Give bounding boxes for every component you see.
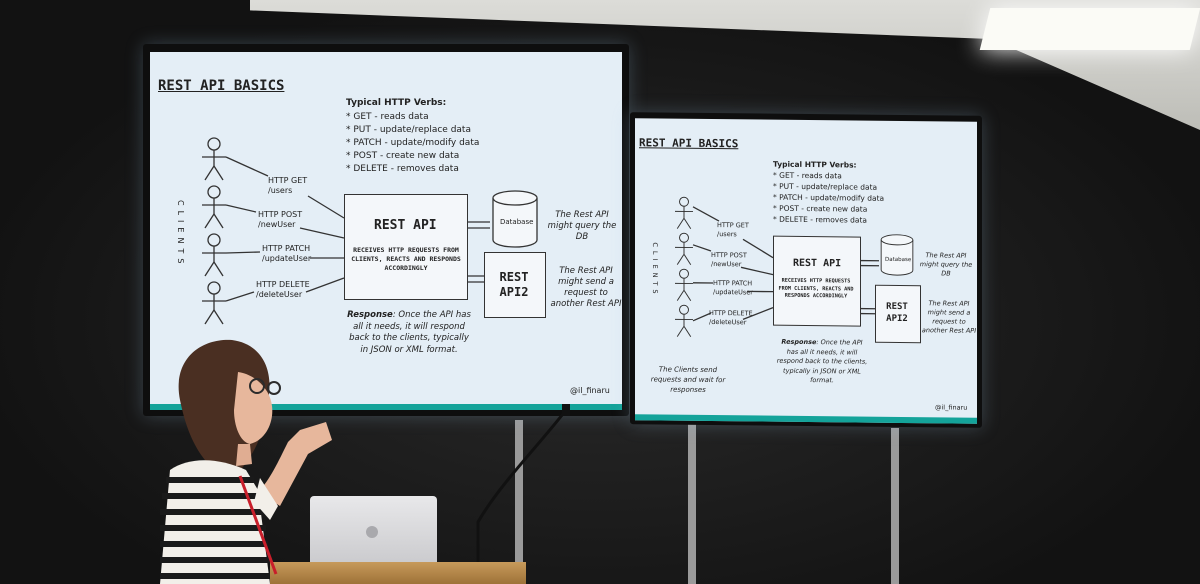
db-note: The Rest API might query the DB (547, 210, 617, 242)
connector-lines (692, 206, 879, 322)
verbs-heading: Typical HTTP Verbs: (346, 98, 447, 108)
rest-api2-title: REST API2 (886, 301, 908, 325)
client-figures (202, 137, 226, 325)
podium (270, 562, 526, 584)
api2-note: The Rest API might send a request to ano… (550, 266, 622, 309)
screen-pole-middle (688, 424, 696, 584)
ceiling-light (979, 8, 1200, 50)
rest-api-description: RECEIVES HTTP REQUESTS FROM CLIENTS, REA… (351, 246, 461, 272)
api2-note: The Rest API might send a request to ano… (921, 299, 977, 335)
request-method: HTTP GET (268, 176, 308, 185)
rest-api2-title: REST API2 (499, 270, 529, 299)
slide-handle: @il_finaru (570, 386, 610, 395)
verb-line: * POST - create new data (346, 151, 460, 161)
response-label: Response (781, 337, 817, 347)
slide-title: REST API BASICS (158, 78, 285, 94)
response-block: Response: Once the API has all it needs,… (346, 310, 472, 356)
request-path: /deleteUser (256, 290, 303, 299)
request-path: /updateUser (262, 254, 312, 263)
response-text: : Once the API has all it needs, it will… (349, 310, 471, 355)
right-slide: REST API BASICS Typical HTTP Verbs: * GE… (635, 118, 977, 424)
db-note: The Rest API might query the DB (919, 251, 973, 278)
clients-vertical-label: CLIENTS (176, 200, 185, 269)
database-icon (492, 190, 538, 248)
screen-pole-left (515, 420, 523, 584)
request-method: HTTP POST (258, 210, 303, 219)
slide-handle: @il_finaru (935, 403, 968, 412)
client-figures (675, 196, 693, 338)
presenter (160, 339, 332, 584)
rest-api2-box (484, 252, 546, 318)
request-path: /users (268, 186, 293, 195)
request-method: HTTP PATCH (262, 244, 311, 253)
request-method: HTTP DELETE (256, 280, 310, 289)
database-label: Database (885, 256, 912, 264)
rest-api-description: RECEIVES HTTP REQUESTS FROM CLIENTS, REA… (778, 277, 854, 300)
rest-api-title: REST API (793, 257, 842, 270)
clients-note: The Clients send requests and wait for r… (650, 365, 726, 394)
response-block: Response: Once the API has all it needs,… (775, 338, 869, 386)
verb-line: * PATCH - update/modify data (346, 138, 480, 148)
database-label: Database (500, 218, 534, 226)
database-icon (880, 234, 914, 276)
verb-line: * DELETE - removes data (346, 164, 459, 174)
connector-lines (225, 156, 490, 302)
rest-api-box (344, 194, 468, 300)
response-label: Response (347, 310, 393, 320)
screen-pole-right (891, 428, 899, 584)
laptop-logo-icon (366, 526, 378, 538)
verb-line: * PUT - update/replace data (346, 125, 471, 135)
verb-line: * GET - reads data (346, 112, 429, 122)
request-path: /newUser (258, 220, 296, 229)
rest-api-title: REST API (374, 218, 437, 233)
microphone (476, 404, 570, 584)
